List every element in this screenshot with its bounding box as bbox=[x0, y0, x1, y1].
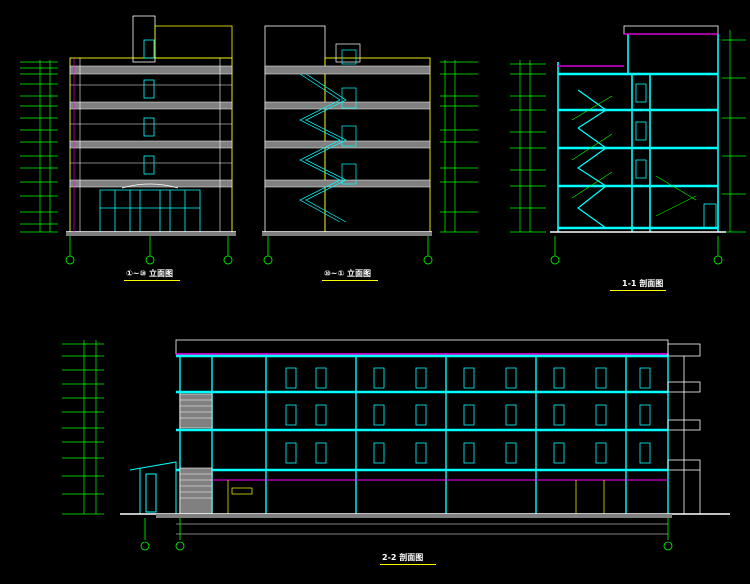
side-elevation-title-underline bbox=[322, 280, 378, 281]
long-section-stair bbox=[179, 393, 213, 515]
long-section-title-underline bbox=[380, 564, 436, 565]
long-section-title: 2-2 剖面图 bbox=[382, 553, 424, 562]
front-entrance bbox=[99, 183, 201, 233]
section-stair bbox=[576, 89, 608, 229]
front-floor-bands bbox=[69, 65, 233, 188]
front-dimension-chain bbox=[20, 60, 58, 233]
side-elevation-title: ⑩~① 立面图 bbox=[324, 269, 372, 278]
front-elevation-title: ①~⑩ 立面图 bbox=[126, 269, 174, 278]
front-elevation bbox=[20, 15, 236, 265]
long-section-windows bbox=[285, 367, 651, 464]
cross-section-title: 1-1 剖面图 bbox=[622, 279, 664, 288]
side-elevation bbox=[262, 25, 478, 265]
long-section bbox=[62, 339, 730, 551]
front-elevation-title-underline bbox=[124, 280, 180, 281]
cross-section bbox=[510, 25, 746, 265]
side-stair bbox=[299, 49, 357, 223]
cross-section-title-underline bbox=[610, 290, 666, 291]
front-axis-bubbles bbox=[65, 236, 233, 265]
